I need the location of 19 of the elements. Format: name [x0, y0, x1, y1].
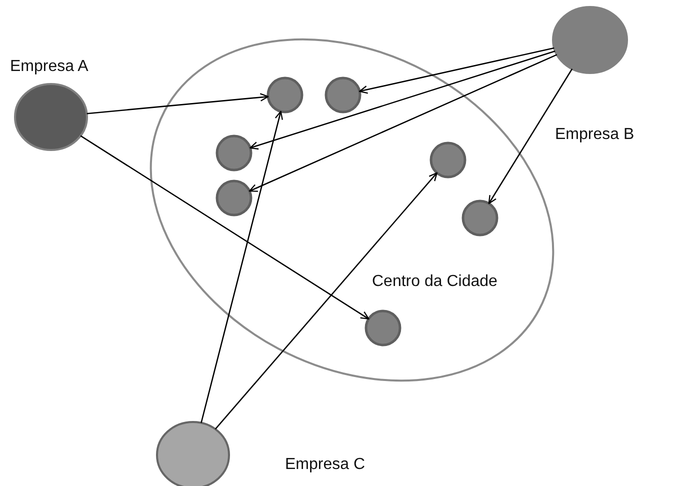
location-dot [215, 179, 253, 217]
arrow [214, 172, 438, 430]
location-dot [364, 309, 402, 347]
location-dot [324, 76, 362, 114]
location-dot [429, 141, 467, 179]
location-dot [266, 76, 304, 114]
arrow [488, 68, 573, 204]
arrow [250, 50, 556, 150]
company-label: Empresa C [285, 455, 366, 475]
arrow [80, 135, 370, 320]
arrow [359, 47, 554, 94]
company-label: Empresa A [10, 57, 88, 77]
location-dot [215, 134, 253, 172]
arrow [248, 54, 558, 192]
area-label: Centro da Cidade [372, 272, 498, 292]
arrow [200, 110, 283, 424]
location-dot [461, 199, 499, 237]
arrow [86, 93, 269, 114]
company-label: Empresa B [555, 125, 634, 145]
